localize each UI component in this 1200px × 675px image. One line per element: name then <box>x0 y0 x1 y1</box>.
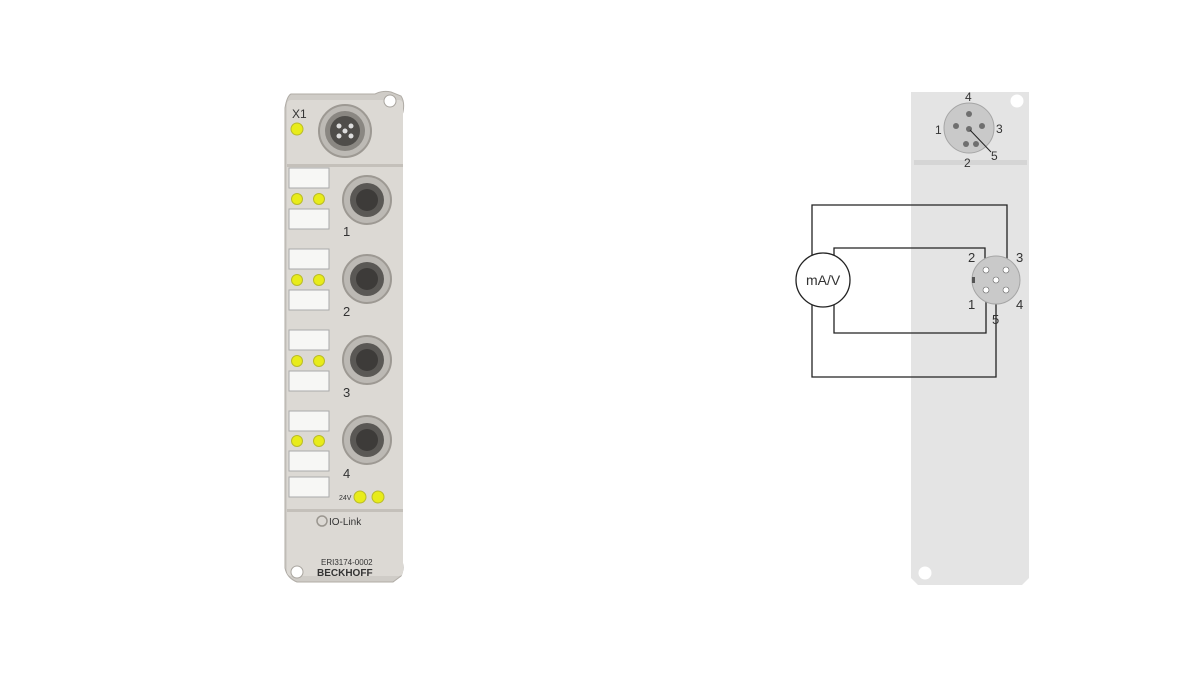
model-number: ERI3174-0002 <box>321 558 373 567</box>
port-block-4 <box>288 410 392 472</box>
io-link-logo-icon <box>316 515 328 527</box>
power-label-plate <box>288 476 330 498</box>
port-number-2: 2 <box>343 304 350 319</box>
module-outline-panel <box>911 92 1029 585</box>
wiring-diagram: 4 1 3 5 2 mA/V 2 3 1 5 4 <box>780 80 1060 590</box>
top-mount-hole <box>383 94 397 108</box>
port-number-1: 1 <box>343 224 350 239</box>
port-block-1 <box>288 167 392 230</box>
x1-pin-1: 1 <box>935 123 942 137</box>
x1-pin-4: 4 <box>965 90 972 104</box>
power-led-1 <box>353 490 367 504</box>
x1-label: X1 <box>292 107 307 121</box>
x1-connector <box>318 104 372 158</box>
power-label: 24V <box>339 495 352 502</box>
socket-pin-5: 5 <box>992 312 999 327</box>
x1-pin-3: 3 <box>996 122 1003 136</box>
io-link-logo-text: IO-Link <box>329 517 362 528</box>
x1-led <box>290 122 304 136</box>
socket-pin-1: 1 <box>968 297 975 312</box>
brand-name: BECKHOFF <box>317 568 373 579</box>
socket-pin-2: 2 <box>968 250 975 265</box>
port-block-3 <box>288 329 392 392</box>
bottom-mount-hole <box>290 565 304 579</box>
x1-pinout <box>943 102 995 154</box>
port-socket-pinout <box>971 255 1021 305</box>
power-led-2 <box>371 490 385 504</box>
x1-pin-2: 2 <box>964 156 971 170</box>
port-block-2 <box>288 248 392 311</box>
port-number-4: 4 <box>343 466 350 481</box>
port-number-3: 3 <box>343 385 350 400</box>
x1-pin-5: 5 <box>991 149 998 163</box>
wires <box>811 204 1008 378</box>
socket-pin-4: 4 <box>1016 297 1023 312</box>
bottom-mount-hole <box>918 566 932 580</box>
top-mount-hole <box>1010 94 1024 108</box>
sensor-label: mA/V <box>806 272 841 288</box>
sensor-circle <box>795 252 851 308</box>
socket-pin-3: 3 <box>1016 250 1023 265</box>
io-link-box-module: X1 1 2 3 4 24V IO-Link ERI3174-0002 BECK… <box>283 88 407 585</box>
